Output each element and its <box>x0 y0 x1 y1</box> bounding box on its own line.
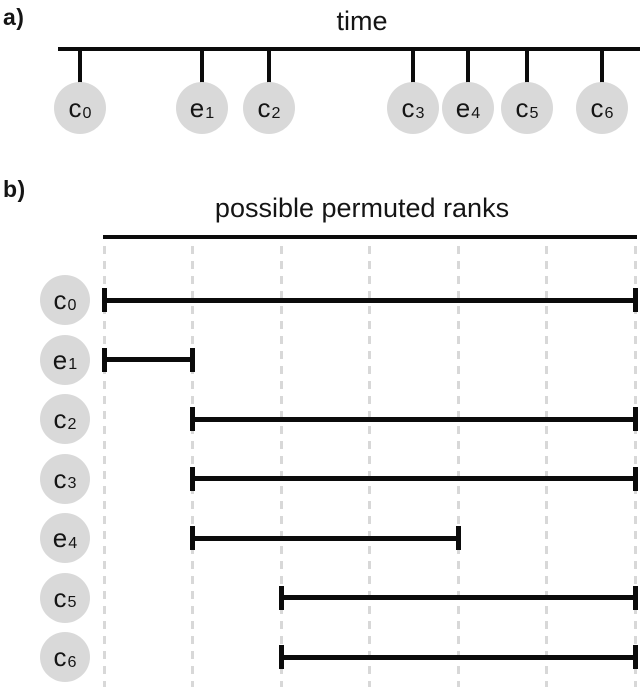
event-label-subscript: 3 <box>67 474 77 493</box>
rank-gridline <box>545 246 548 687</box>
time-axis-line <box>58 47 640 51</box>
event-label-subscript: 3 <box>415 103 425 122</box>
interval-end-cap <box>632 585 638 610</box>
event-label-subscript: 0 <box>67 295 77 314</box>
event-label-subscript: 4 <box>68 533 78 552</box>
interval-end-cap <box>632 407 638 431</box>
event-label-subscript: 1 <box>68 355 78 374</box>
event-label-subscript: 5 <box>529 103 539 122</box>
event-label-base: e <box>52 344 68 375</box>
event-label-base: c <box>53 285 67 315</box>
time-axis-tick <box>600 48 604 84</box>
rank-interval-bar <box>192 476 635 481</box>
rank-gridline <box>279 246 283 687</box>
rank-gridline <box>456 246 460 687</box>
interval-start-cap <box>190 407 195 431</box>
interval-start-cap <box>190 466 195 491</box>
event-label-subscript: 6 <box>604 103 614 122</box>
time-axis-tick <box>78 48 82 84</box>
rank-interval-bar <box>281 595 635 600</box>
event-label-base: c <box>515 93 529 123</box>
event-label-base: e <box>52 523 68 553</box>
event-label-subscript: 2 <box>67 414 77 433</box>
interval-end-cap <box>632 645 638 669</box>
panel-a-title: time <box>336 6 388 36</box>
event-label-subscript: 6 <box>67 652 77 671</box>
interval-start-cap <box>278 645 284 669</box>
panel-b-title: possible permuted ranks <box>214 193 510 223</box>
interval-start-cap <box>278 585 284 610</box>
event-label-base: c <box>68 93 82 123</box>
rank-interval-bar <box>281 654 635 660</box>
rank-interval-bar <box>104 357 193 362</box>
event-label-base: c <box>53 463 67 494</box>
time-axis-tick <box>466 48 470 84</box>
rank-axis-line <box>103 235 637 239</box>
event-label-base: e <box>455 93 471 123</box>
rank-interval-bar <box>192 535 458 541</box>
event-label-base: c <box>53 582 67 613</box>
event-label-base: c <box>257 93 271 123</box>
interval-end-cap <box>455 526 461 550</box>
event-label-subscript: 4 <box>471 103 481 122</box>
time-axis-tick <box>200 48 204 84</box>
time-axis-tick <box>411 48 415 84</box>
interval-end-cap <box>190 347 195 372</box>
event-label-subscript: 0 <box>82 103 92 122</box>
interval-start-cap <box>190 526 195 550</box>
rank-gridline <box>368 246 371 687</box>
panel-b-label: b) <box>3 176 26 202</box>
rank-gridline <box>102 246 106 687</box>
event-label-base: c <box>590 93 604 123</box>
interval-end-cap <box>632 466 638 491</box>
time-axis-tick <box>267 48 271 84</box>
time-axis-tick <box>525 48 529 84</box>
event-label-base: c <box>401 93 415 123</box>
rank-interval-bar <box>192 416 635 422</box>
event-label-subscript: 5 <box>67 593 77 612</box>
interval-start-cap <box>101 288 107 312</box>
rank-interval-bar <box>104 297 635 303</box>
event-label-subscript: 2 <box>271 103 281 122</box>
event-label-base: c <box>53 404 67 434</box>
interval-start-cap <box>101 347 107 372</box>
event-label-base: c <box>53 642 67 672</box>
event-label-base: e <box>189 93 205 123</box>
panel-a-label: a) <box>3 4 25 30</box>
interval-end-cap <box>632 288 638 312</box>
event-label-subscript: 1 <box>205 103 215 122</box>
